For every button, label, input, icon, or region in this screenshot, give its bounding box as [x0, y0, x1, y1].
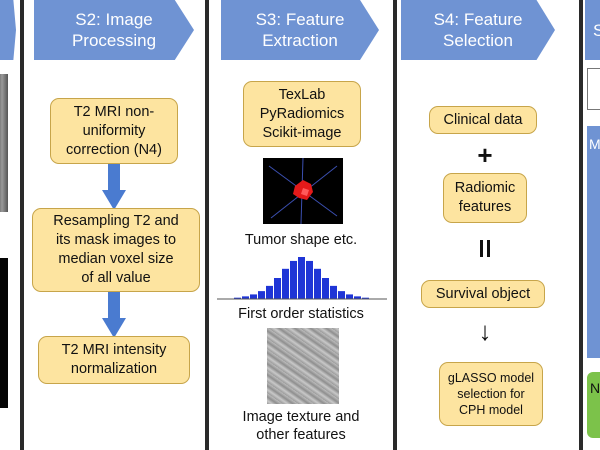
- s3-header: S3: Feature Extraction: [221, 0, 379, 60]
- s5-top-box: [587, 68, 600, 110]
- s4-model-box: gLASSO model selection for CPH model: [439, 362, 543, 426]
- s3-feature-first-order-label: First order statistics: [238, 306, 364, 322]
- s4-column: Clinical data + Radiomic features = Surv…: [395, 0, 581, 450]
- s1-header: s: [0, 0, 16, 60]
- histogram-bar: [266, 285, 273, 299]
- s2-header: S2: Image Processing: [34, 0, 194, 60]
- s3-feature-shape-label: Tumor shape etc.: [244, 232, 358, 248]
- s5-green-panel: N: [587, 372, 600, 438]
- equals-sign: =: [476, 240, 496, 260]
- s5-blue-panel: M: [587, 126, 600, 358]
- s4-header: S4: Feature Selection: [401, 0, 555, 60]
- s3-tools-box: TexLab PyRadiomics Scikit-image: [243, 81, 361, 147]
- plus-sign: +: [477, 140, 493, 170]
- histogram-bar: [258, 291, 265, 299]
- histogram-bar: [362, 297, 369, 299]
- s5-column: M N: [581, 0, 600, 450]
- down-arrow-icon: ↓: [478, 316, 492, 346]
- histogram-bar: [234, 297, 241, 299]
- histogram-bar: [290, 260, 297, 299]
- mri-image-bottom: [0, 258, 8, 408]
- down-arrow-icon: [102, 164, 126, 210]
- s2-step-normalization: T2 MRI intensity normalization: [38, 336, 190, 384]
- s4-radiomic-box: Radiomic features: [443, 173, 527, 223]
- s2-step-resampling: Resampling T2 and its mask images to med…: [32, 208, 200, 292]
- histogram-bar: [282, 268, 289, 299]
- histogram-bar: [322, 278, 329, 299]
- s4-clinical-box: Clinical data: [429, 106, 537, 134]
- histogram-bar: [314, 268, 321, 299]
- s2-step-n4-correction: T2 MRI non- uniformity correction (N4): [50, 98, 178, 164]
- histogram-bar: [306, 260, 313, 299]
- tumor-shape-image: [263, 158, 343, 224]
- s5-panel-label: M: [589, 136, 600, 152]
- s1-column: [0, 0, 22, 450]
- first-order-histogram: [217, 257, 387, 300]
- s5-header: S: [585, 0, 600, 60]
- s4-survival-box: Survival object: [421, 280, 545, 308]
- histogram-bar: [298, 257, 305, 299]
- s5-panel-label: N: [590, 380, 600, 396]
- mri-image-top: [0, 74, 8, 212]
- s3-column: TexLab PyRadiomics Scikit-image Tumor sh…: [207, 0, 395, 450]
- histogram-bar: [242, 296, 249, 299]
- histogram-bar: [354, 296, 361, 299]
- s2-column: T2 MRI non- uniformity correction (N4) R…: [22, 0, 207, 450]
- histogram-bar: [330, 285, 337, 299]
- s3-feature-texture-label: Image texture and other features: [242, 409, 360, 443]
- texture-image: [267, 328, 339, 404]
- histogram-bar: [346, 294, 353, 299]
- down-arrow-icon: [102, 292, 126, 338]
- histogram-bar: [250, 294, 257, 299]
- histogram-bar: [274, 278, 281, 299]
- histogram-bar: [338, 291, 345, 299]
